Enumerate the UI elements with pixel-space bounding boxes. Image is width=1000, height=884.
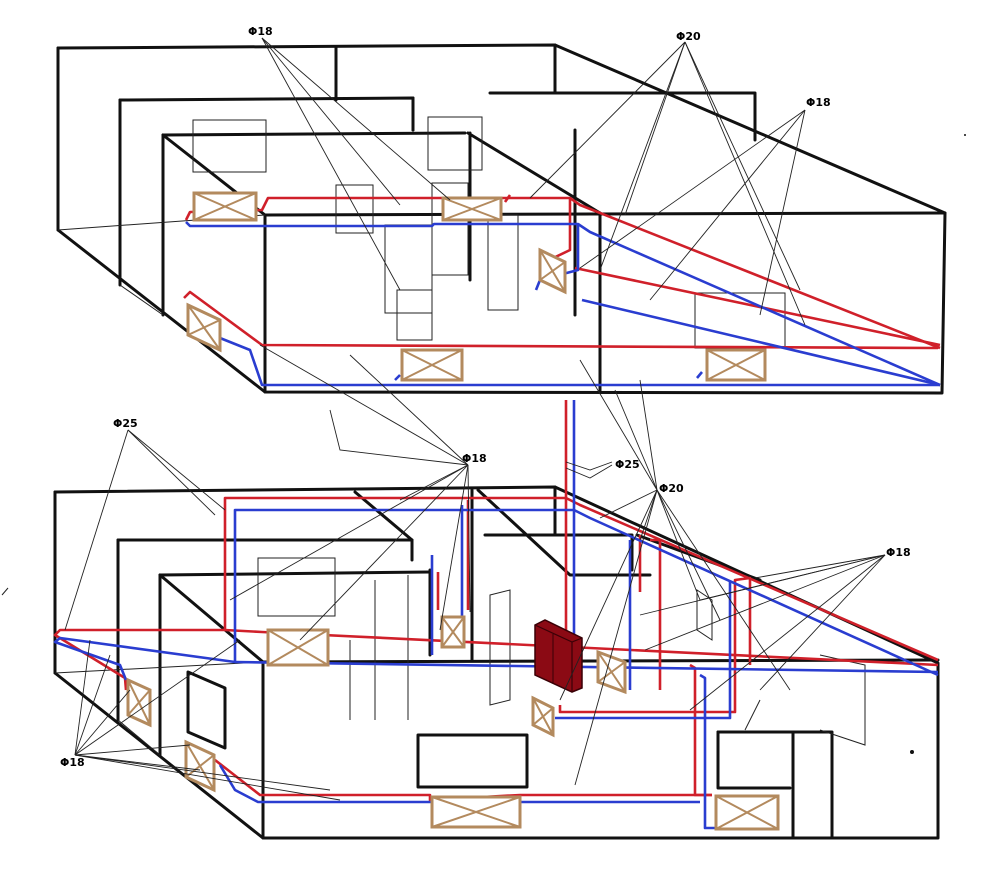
upper-radiator-1 (192, 191, 258, 222)
lower-radiator-7 (430, 795, 522, 829)
lower-radiator-1 (266, 628, 330, 667)
lower-floor-supply-pipes (53, 483, 939, 802)
stray-marks (1, 134, 966, 754)
label-upper-phi20: Φ20 (676, 30, 701, 43)
lower-radiator-3 (126, 677, 152, 728)
label-lower-phi20: Φ20 (659, 482, 684, 495)
label-lower-phi18-left: Φ18 (60, 756, 85, 769)
label-upper-phi18-a: Φ18 (248, 25, 273, 38)
upper-radiator-3 (538, 247, 567, 295)
upper-floor-leaders (261, 37, 806, 326)
lower-floor-leaders (64, 344, 886, 801)
upper-radiator-5 (400, 348, 464, 382)
label-lower-phi18-center: Φ18 (462, 452, 487, 465)
label-lower-phi18-right: Φ18 (886, 546, 911, 559)
label-riser-phi25: Φ25 (615, 458, 640, 471)
upper-radiator-4 (186, 302, 222, 353)
label-lower-phi25-left: Φ25 (113, 417, 138, 430)
lower-radiator-4 (184, 739, 216, 793)
lower-floor: Φ25 Φ18 Φ20 Φ18 Φ18 (53, 344, 940, 840)
upper-floor-details (57, 116, 786, 349)
lower-radiator-5 (596, 649, 627, 695)
lower-radiator-2 (440, 615, 466, 649)
riser: Φ25 (565, 458, 640, 479)
lower-radiator-8 (714, 794, 780, 831)
lower-floor-walls (53, 485, 940, 840)
upper-radiator-6 (705, 348, 767, 382)
lower-radiator-6 (531, 695, 555, 738)
boiler (534, 619, 583, 693)
label-upper-phi18-b: Φ18 (806, 96, 831, 109)
upper-radiator-2 (441, 196, 503, 222)
upper-floor-supply-pipes (183, 194, 941, 483)
upper-floor: Φ18 Φ20 Φ18 (56, 25, 947, 483)
